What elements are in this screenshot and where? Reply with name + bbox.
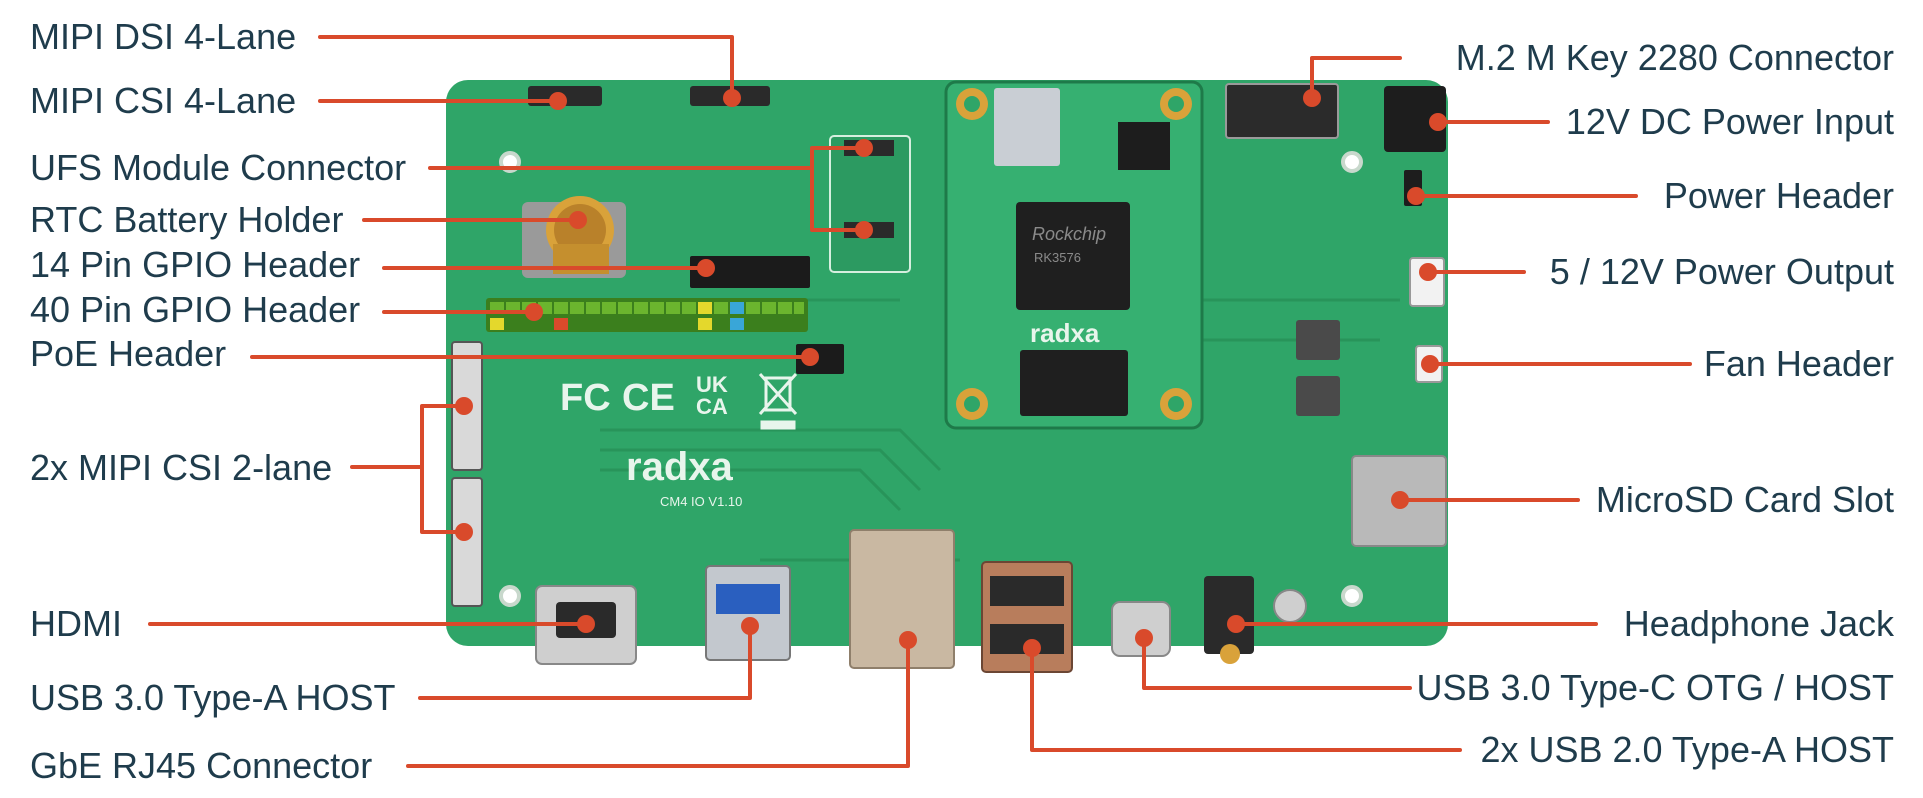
gpio-14-pin-header <box>690 256 810 288</box>
mark-fc: FC <box>560 377 611 419</box>
soc-chip <box>1016 202 1130 310</box>
label-hdmi: HDMI <box>30 603 122 644</box>
label-2x-usb2-type-a-host: 2x USB 2.0 Type-A HOST <box>1480 729 1894 770</box>
leader-lines-left <box>148 35 917 768</box>
label-2x-mipi-csi-2lane: 2x MIPI CSI 2-lane <box>30 447 332 488</box>
label-ufs-module-connector: UFS Module Connector <box>30 147 406 188</box>
headphone-jack-body <box>1204 576 1254 654</box>
mark-uk: UK <box>696 372 728 397</box>
label-gbe-rj45-connector: GbE RJ45 Connector <box>30 745 372 786</box>
board-model: CM4 IO V1.10 <box>660 494 742 509</box>
label-usb3-type-c-otg-host: USB 3.0 Type-C OTG / HOST <box>1417 667 1894 708</box>
label-poe-header: PoE Header <box>30 333 226 374</box>
labels-left: MIPI DSI 4-Lane MIPI CSI 4-Lane UFS Modu… <box>30 16 406 786</box>
label-fan-header: Fan Header <box>1704 343 1894 384</box>
rtc-battery-holder <box>522 196 626 278</box>
label-power-header: Power Header <box>1664 175 1894 216</box>
label-headphone-jack: Headphone Jack <box>1624 603 1895 644</box>
compute-module: Rockchip RK3576 radxa <box>944 80 1204 430</box>
label-rtc-battery-holder: RTC Battery Holder <box>30 199 343 240</box>
rj45-port <box>849 529 955 669</box>
mipi-csi-2lane-connector-b <box>451 477 483 607</box>
labels-right: M.2 M Key 2280 Connector 12V DC Power In… <box>1417 37 1895 770</box>
soc-brand: Rockchip <box>1032 224 1106 244</box>
soc-model: RK3576 <box>1034 250 1081 265</box>
certification-marks: FC CE UK CA <box>560 372 798 430</box>
ufs-module-connector <box>829 135 911 273</box>
label-power-output: 5 / 12V Power Output <box>1550 251 1894 292</box>
label-mipi-dsi-4lane: MIPI DSI 4-Lane <box>30 16 296 57</box>
module-brand: radxa <box>1030 318 1100 348</box>
board-brand: radxa <box>626 445 733 489</box>
label-m2-m-key-connector: M.2 M Key 2280 Connector <box>1456 37 1894 78</box>
label-usb3-type-a-host: USB 3.0 Type-A HOST <box>30 677 395 718</box>
label-12v-dc-power-input: 12V DC Power Input <box>1566 101 1894 142</box>
leader-lines-right <box>1023 56 1692 752</box>
label-mipi-csi-4lane: MIPI CSI 4-Lane <box>30 80 296 121</box>
label-14-pin-gpio-header: 14 Pin GPIO Header <box>30 244 360 285</box>
label-microsd-card-slot: MicroSD Card Slot <box>1596 479 1894 520</box>
label-40-pin-gpio-header: 40 Pin GPIO Header <box>30 289 360 330</box>
mark-ca: CA <box>696 394 728 419</box>
dc-power-jack <box>1384 86 1446 152</box>
m2-m-key-connector <box>1225 83 1339 139</box>
weee-bin-icon <box>758 372 798 430</box>
usb-type-c-port <box>1111 601 1171 657</box>
gpio-40-pin-header <box>486 298 808 332</box>
mark-ce: CE <box>622 377 675 419</box>
